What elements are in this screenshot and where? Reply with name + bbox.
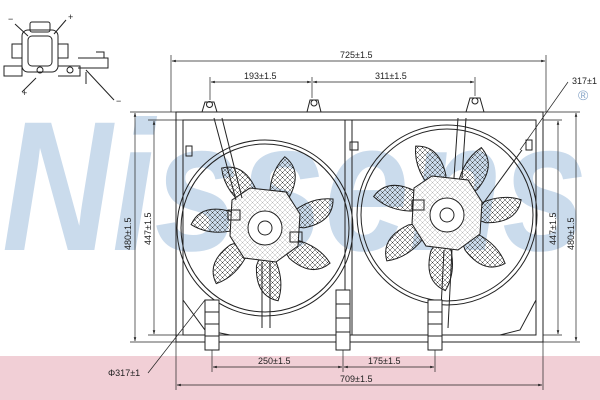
connector-label-minus-bottom: − [116, 96, 121, 106]
connector-detail [3, 19, 115, 101]
dimension-lines [130, 55, 580, 390]
dim-overall-width-bottom: 709±1.5 [340, 374, 372, 384]
dim-fan-diameter-left: Φ317±1 [108, 368, 140, 378]
dim-height-outer-left: 480±1.5 [123, 218, 133, 250]
dim-fan-diameter-right: 317±1 [572, 76, 597, 86]
dim-spacing-left-top: 193±1.5 [244, 71, 276, 81]
watermark-registered-mark: ® [578, 87, 589, 103]
dim-spacing-right-top: 311±1.5 [375, 71, 407, 81]
shroud-feet [204, 289, 443, 351]
connector-label-plus-bottom: + [22, 88, 27, 98]
dim-height-inner-left: 447±1.5 [143, 213, 153, 245]
dim-spacing-left-bottom: 250±1.5 [258, 356, 290, 366]
watermark-band [0, 356, 600, 400]
right-fan [356, 117, 538, 329]
dim-height-outer-right: 480±1.5 [566, 218, 576, 250]
dim-overall-width-top: 725±1.5 [340, 50, 372, 60]
connector-label-plus-top: + [68, 12, 73, 22]
dim-spacing-right-bottom: 175±1.5 [368, 356, 400, 366]
left-fan [176, 117, 354, 328]
dim-height-inner-right: 447±1.5 [548, 213, 558, 245]
connector-label-minus-top: − [8, 14, 13, 24]
